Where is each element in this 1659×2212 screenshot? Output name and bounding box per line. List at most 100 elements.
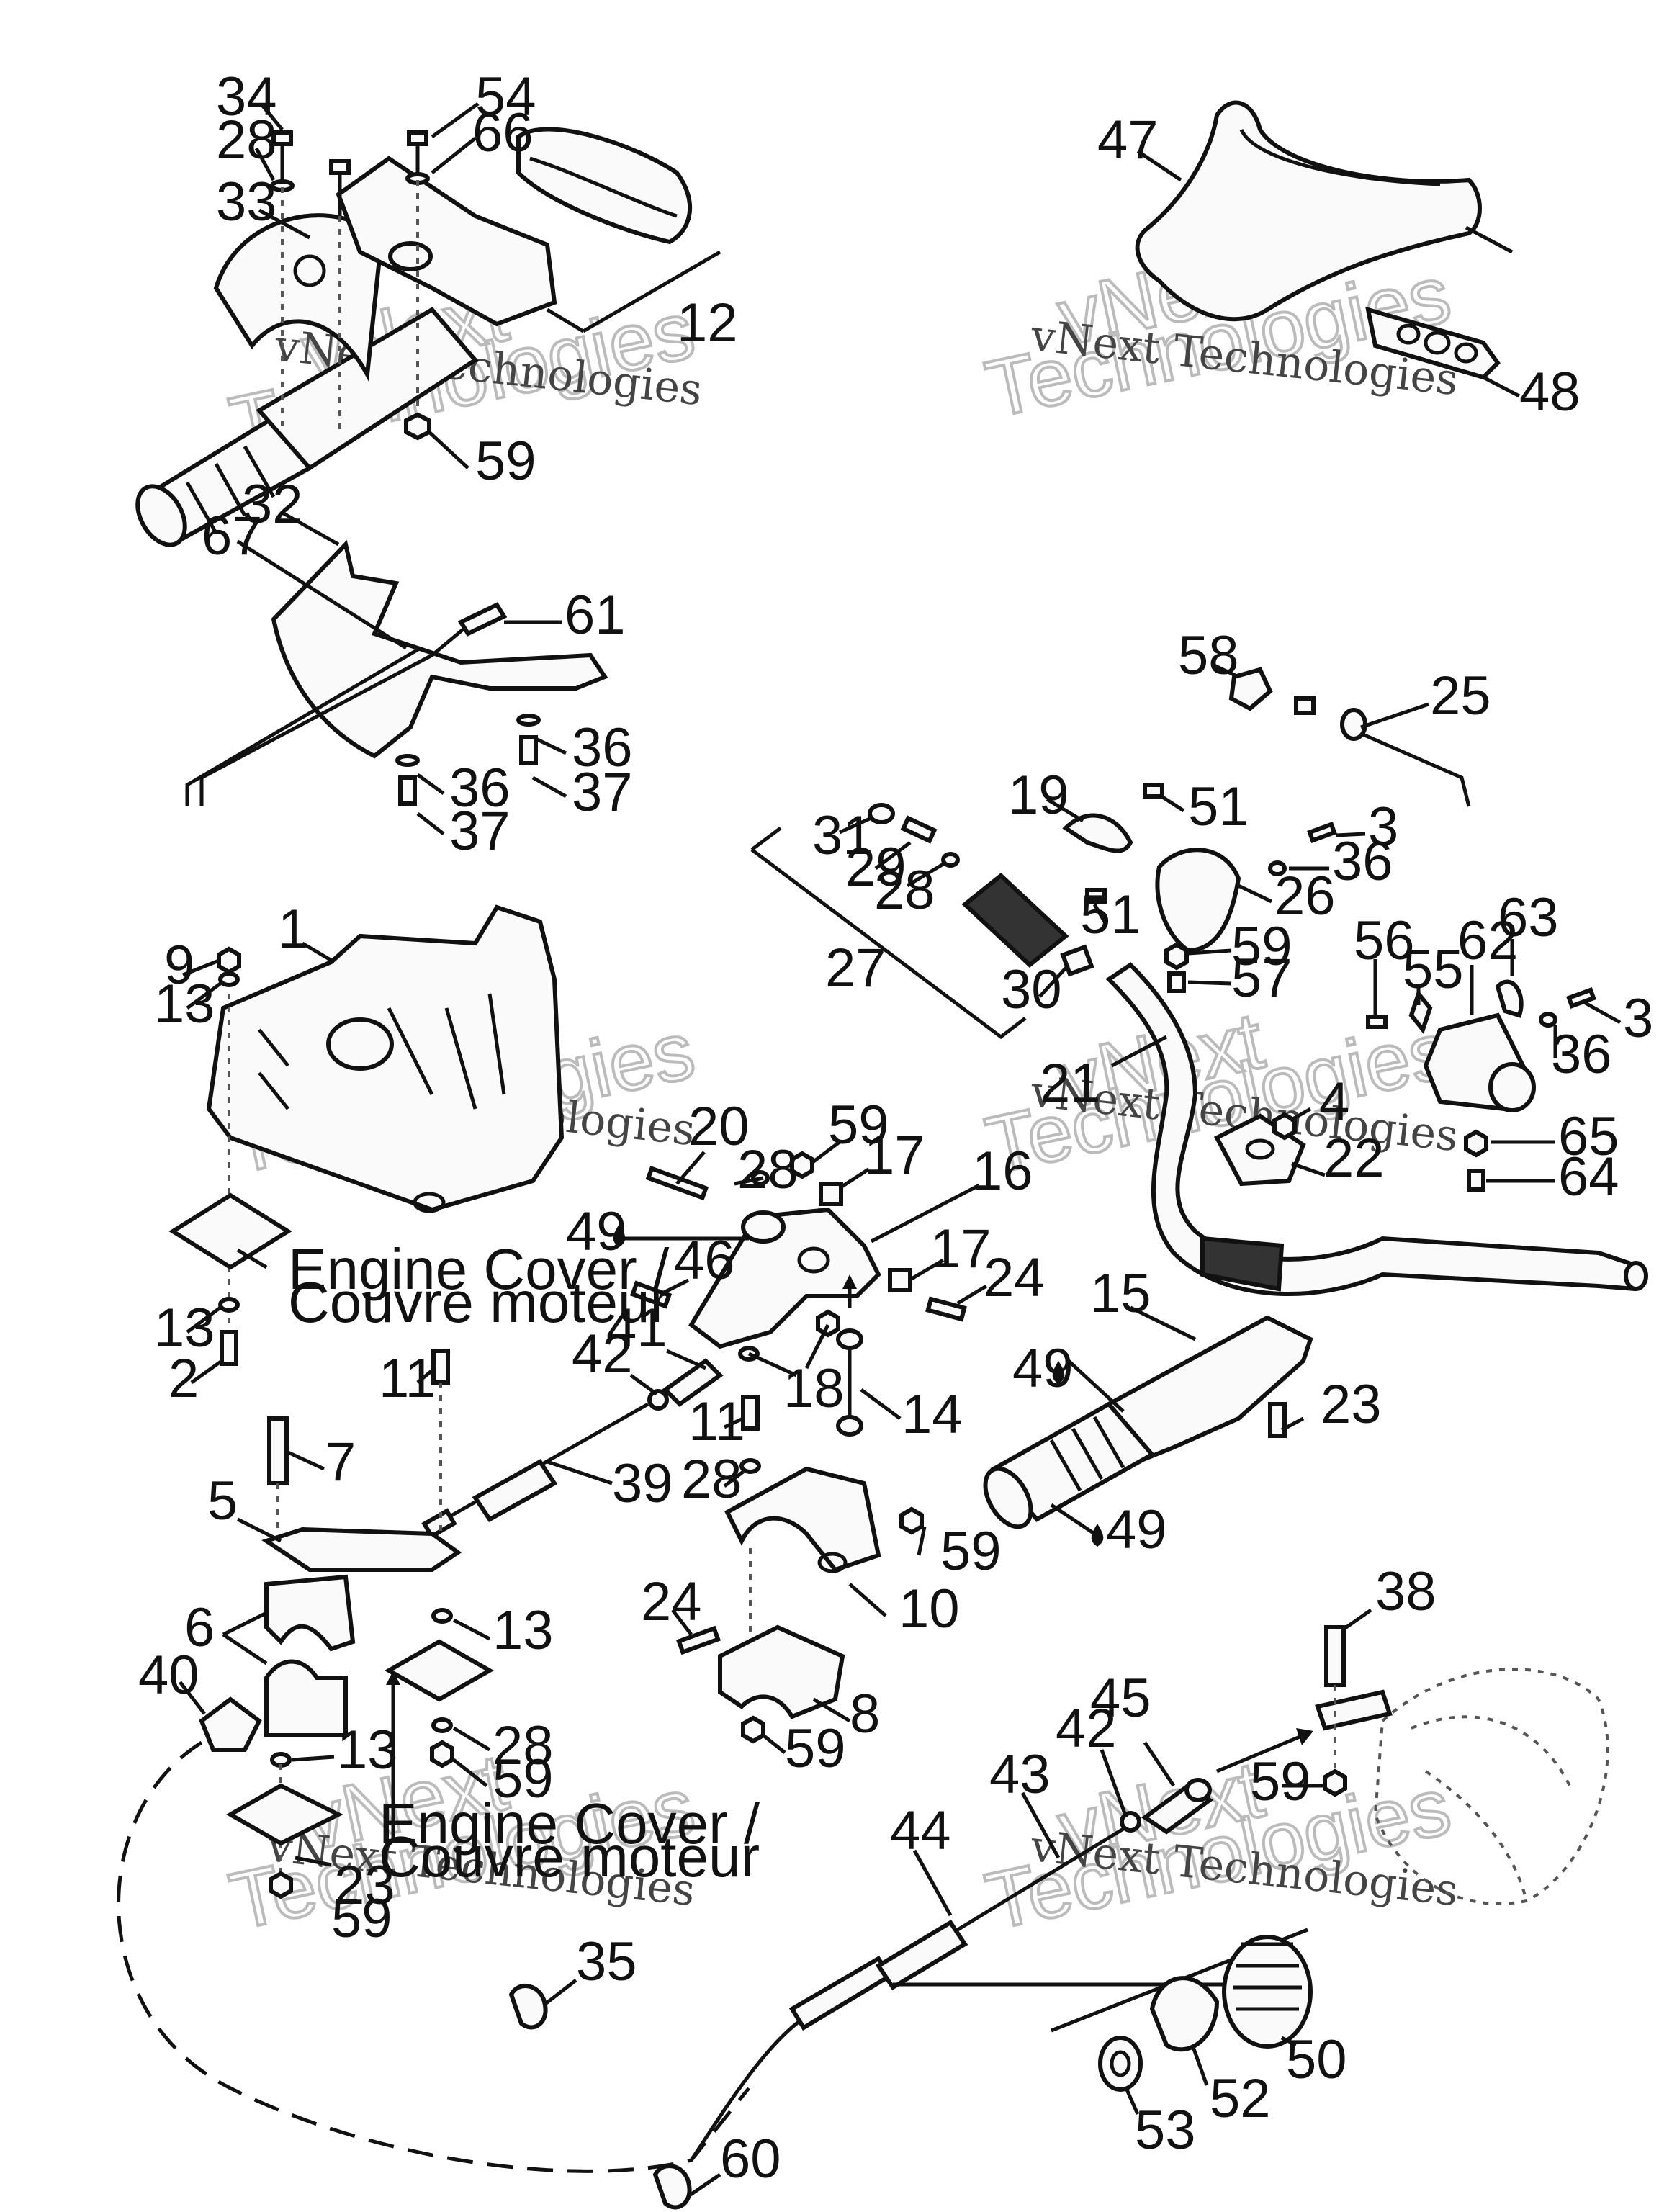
fitting-40: [199, 1696, 262, 1752]
arrow-line: [1216, 1733, 1304, 1773]
callout-24: 24: [641, 1571, 702, 1632]
bracket-27: [750, 827, 1027, 1040]
callout-36: 36: [572, 717, 633, 778]
grip-end: [135, 484, 187, 547]
bolt-38: [1324, 1625, 1346, 1687]
cover-hole: [388, 241, 433, 271]
callout-29: 29: [845, 837, 907, 898]
callout-48: 48: [1519, 361, 1581, 423]
engine-cover-note: Couvre moteur: [379, 1825, 760, 1889]
oil-drop-icon: [1091, 1524, 1104, 1547]
screw-37: [398, 775, 417, 806]
callout-67: 67: [202, 505, 263, 567]
screw-37: [519, 735, 538, 765]
steering-cover-ridge: [1239, 128, 1441, 186]
engine-cover-notes: Engine Cover / Couvre moteur Engine Cove…: [288, 1237, 760, 1889]
washer-36: [395, 754, 420, 767]
bolt-46: [629, 1280, 673, 1309]
nozzle-lever: [1315, 1689, 1393, 1731]
nut-59: [1164, 942, 1189, 971]
callout-11: 11: [379, 1348, 436, 1409]
screw-3: [1566, 987, 1596, 1009]
bushing-17: [888, 1268, 912, 1292]
callout-16: 16: [972, 1141, 1033, 1202]
callout-12: 12: [677, 292, 738, 354]
callout-19: 19: [1008, 765, 1069, 826]
callout-4: 4: [1319, 1071, 1349, 1133]
cable-25: [1345, 725, 1471, 807]
handlebar-group: [1105, 962, 1648, 1297]
callout-7: 7: [325, 1431, 356, 1493]
callout-3: 3: [1623, 988, 1653, 1049]
callout-23: 23: [334, 1855, 395, 1916]
callout-59: 59: [475, 431, 536, 492]
callout-49: 49: [1012, 1338, 1074, 1399]
callout-41: 41: [606, 1298, 667, 1359]
callout-52: 52: [1210, 2068, 1271, 2129]
callout-56: 56: [1354, 910, 1415, 971]
cable-tie-35: [508, 1984, 548, 2030]
bolt-61: [457, 602, 508, 637]
cable-fitting: [875, 1919, 968, 1991]
callout-11: 11: [688, 1391, 745, 1452]
callout-64: 64: [1558, 1146, 1619, 1208]
callout-51: 51: [1188, 776, 1249, 837]
callout-46: 46: [674, 1230, 735, 1291]
bushing-17: [819, 1182, 843, 1206]
seal-53: [1098, 2036, 1143, 2092]
grip-27: [961, 873, 1069, 968]
washer-28: [739, 1458, 761, 1474]
handlebar-cover-group: [135, 127, 721, 547]
callout-8: 8: [850, 1683, 880, 1745]
nut-59: [404, 412, 431, 441]
callout-1: 1: [278, 899, 308, 960]
washer-36: [1539, 1012, 1557, 1028]
pad-seam: [529, 156, 678, 218]
callout-21: 21: [1040, 1053, 1101, 1114]
washer-13: [431, 1608, 453, 1624]
screw-3: [1307, 822, 1337, 843]
callout-42: 42: [1056, 1698, 1117, 1759]
screw-34-head: [271, 130, 293, 146]
washer-28: [941, 852, 960, 868]
handlebar-end: [1624, 1261, 1648, 1291]
bolt-11: [741, 1395, 760, 1431]
callout-50: 50: [1286, 2029, 1347, 2090]
screw-51: [1085, 888, 1107, 904]
bracket-12: [546, 250, 721, 333]
seal-bore: [1110, 2050, 1131, 2077]
cable-bracket-5: [261, 1527, 462, 1572]
callout-10: 10: [899, 1578, 960, 1640]
cable-end-eye: [1184, 1778, 1212, 1802]
column-end: [983, 1466, 1033, 1529]
cable-sheath: [788, 1955, 894, 2031]
nut-9: [217, 946, 241, 975]
cable-tip: [421, 1508, 457, 1539]
callout-36: 36: [1551, 1024, 1612, 1085]
engine-cover-note: Couvre moteur: [288, 1270, 669, 1334]
callout-28: 28: [216, 109, 277, 171]
switch-boss: [1488, 1062, 1536, 1112]
steering-bracket: [271, 539, 608, 759]
callout-15: 15: [1090, 1263, 1151, 1324]
cable-44-core: [956, 1827, 1125, 1932]
oil-drop-icon: [1052, 1361, 1065, 1384]
support-ribs: [258, 993, 506, 1110]
screw-29: [900, 815, 938, 844]
bezel-hole: [1454, 342, 1478, 364]
callout-32: 32: [242, 474, 303, 535]
callout-59: 59: [828, 1094, 889, 1156]
arrow-head: [842, 1274, 857, 1289]
callout-57: 57: [1231, 948, 1292, 1009]
clamp-6-upper: [264, 1574, 356, 1652]
cable-39-group: [421, 1358, 724, 1539]
bracket-32-group: [185, 539, 608, 806]
callout-43: 43: [989, 1744, 1051, 1805]
callout-35: 35: [576, 1931, 637, 1992]
cable-25-end: [1340, 708, 1367, 741]
callout-66: 66: [472, 102, 534, 163]
callout-28: 28: [874, 860, 935, 921]
clamp-hole: [1245, 1138, 1275, 1160]
fitting-52: [1149, 1976, 1220, 2052]
callout-59: 59: [1250, 1751, 1311, 1812]
